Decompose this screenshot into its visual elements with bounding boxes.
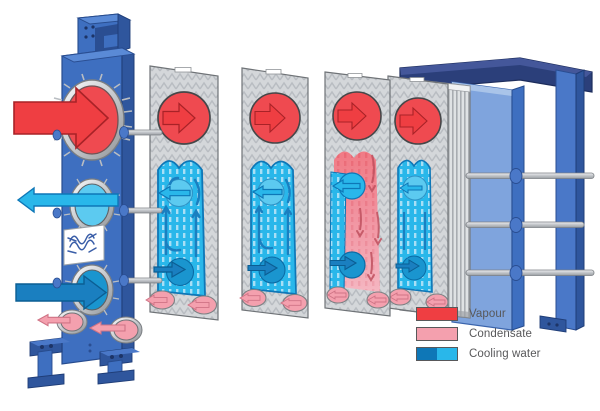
fixed-frame-plate bbox=[13, 13, 163, 389]
cooling-water-swatch bbox=[416, 347, 458, 361]
legend-item-cooling-water: Cooling water bbox=[416, 345, 541, 363]
tie-bolt bbox=[465, 168, 595, 184]
legend-label-condensate: Condensate bbox=[469, 328, 533, 340]
cooling-water-inlet-port bbox=[15, 264, 120, 316]
legend-label-cooling-water: Cooling water bbox=[469, 348, 541, 360]
frame-feet bbox=[27, 337, 140, 389]
cooling-water-outlet-arrow bbox=[16, 186, 119, 214]
plate-4 bbox=[387, 75, 449, 317]
condensate-outlet-port bbox=[36, 309, 143, 344]
cooling-water-inlet-arrow bbox=[15, 274, 108, 311]
plate-2 bbox=[239, 67, 309, 319]
vapour-inlet-port bbox=[13, 73, 133, 167]
condensate-swatch bbox=[416, 327, 458, 341]
plate-1 bbox=[145, 65, 219, 321]
carrying-bar bbox=[76, 13, 132, 57]
cooling-water-outlet-port bbox=[16, 178, 121, 232]
tie-bolts bbox=[465, 168, 595, 281]
legend-item-condensate: Condensate bbox=[416, 325, 541, 343]
frame-studs bbox=[52, 126, 163, 353]
tie-bolt bbox=[465, 265, 595, 281]
legend-label-vapour: Vapour bbox=[469, 308, 506, 320]
vapour-swatch bbox=[416, 307, 458, 321]
tie-bolt bbox=[465, 217, 585, 233]
plate-3 bbox=[324, 71, 391, 317]
nameplate bbox=[63, 224, 105, 266]
vapour-inlet-arrow bbox=[13, 86, 110, 150]
legend-item-vapour: Vapour bbox=[416, 305, 541, 323]
legend: Vapour Condensate Cooling water bbox=[416, 305, 541, 365]
